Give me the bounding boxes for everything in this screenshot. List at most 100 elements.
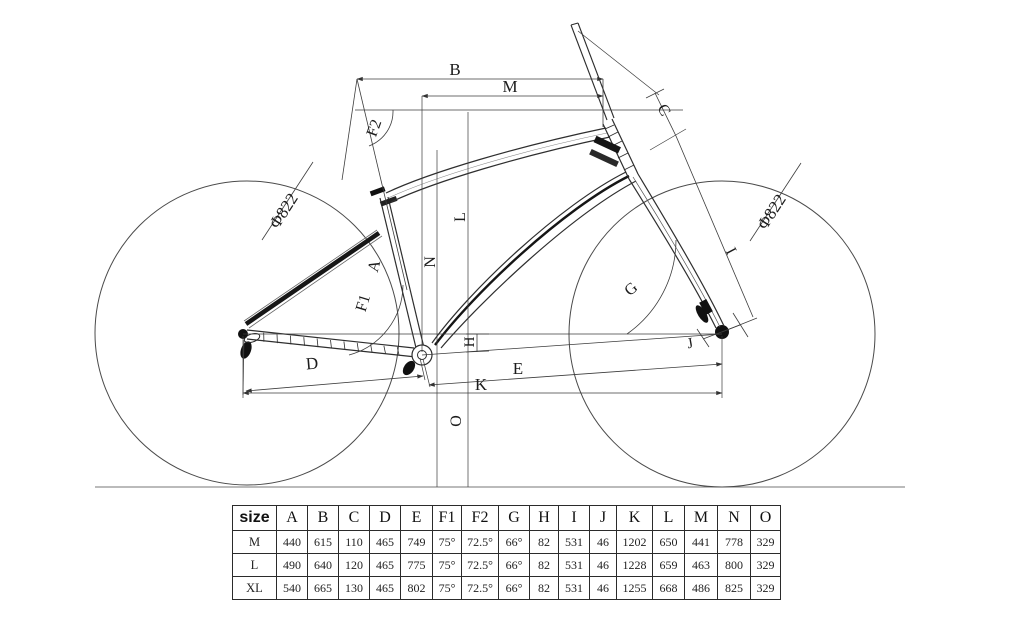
g-angle-arc [626, 239, 677, 335]
col-header-o: O [750, 505, 781, 531]
cell: 659 [652, 553, 685, 577]
col-header-h: H [529, 505, 559, 531]
col-header-i: I [558, 505, 590, 531]
cell: 1255 [616, 576, 653, 600]
cell: 82 [529, 530, 559, 554]
stem-clamp [593, 135, 621, 154]
table-header-row: size A B C D E F1 F2 G H I J K L M N O [232, 505, 781, 531]
chain-links [263, 332, 400, 356]
cell: 440 [276, 530, 308, 554]
dim-e-line [428, 362, 723, 387]
cell: 640 [307, 553, 339, 577]
f2-angle-arc [368, 109, 394, 147]
label-c: C [654, 102, 674, 119]
cell: 75° [432, 530, 462, 554]
seat-axis-line [356, 78, 408, 291]
seat-tube [369, 186, 426, 353]
label-i: I [722, 245, 740, 258]
col-header-a: A [276, 505, 308, 531]
cell: 46 [589, 576, 617, 600]
col-header-j: J [589, 505, 617, 531]
rear-wheel-leader [261, 161, 314, 241]
label-m: M [502, 77, 517, 96]
cell: 668 [652, 576, 685, 600]
dimensions [242, 30, 802, 487]
cell: 82 [529, 553, 559, 577]
size-label: XL [232, 576, 277, 600]
cell: 46 [589, 553, 617, 577]
cell: 72.5° [461, 576, 499, 600]
size-label: M [232, 530, 277, 554]
col-header-m: M [684, 505, 718, 531]
cell: 66° [498, 576, 530, 600]
cell: 66° [498, 530, 530, 554]
seat-clamp [369, 186, 386, 197]
cell: 441 [684, 530, 718, 554]
label-l: L [452, 212, 469, 222]
crank-arm [402, 360, 416, 376]
cell: 531 [558, 530, 590, 554]
dim-c-line [654, 92, 677, 137]
col-header-c: C [338, 505, 370, 531]
col-header-d: D [369, 505, 401, 531]
label-front-wheel-diameter: Φ822 [753, 191, 790, 233]
label-f1: F1 [353, 293, 374, 314]
f1-angle-arc [348, 284, 404, 356]
cell: 66° [498, 553, 530, 577]
cell: 778 [717, 530, 751, 554]
cell: 749 [400, 530, 433, 554]
col-header-l: L [652, 505, 685, 531]
front-wheel-leader [749, 162, 802, 242]
cell: 463 [684, 553, 718, 577]
label-d: D [305, 354, 319, 374]
cell: 130 [338, 576, 370, 600]
top-tube [385, 127, 611, 203]
col-header-f2: F2 [461, 505, 499, 531]
geometry-table: size A B C D E F1 F2 G H I J K L M N O M… [232, 505, 781, 600]
cell: 75° [432, 553, 462, 577]
cell: 615 [307, 530, 339, 554]
cell: 486 [684, 576, 718, 600]
cell: 110 [338, 530, 370, 554]
steerer-tube [570, 22, 615, 121]
table-row-size-l: L 490 640 120 465 775 75° 72.5° 66° 82 5… [232, 553, 781, 577]
label-j: J [686, 336, 695, 353]
size-label: L [232, 553, 277, 577]
label-n: N [422, 256, 439, 268]
fork [628, 173, 725, 329]
cell: 465 [369, 576, 401, 600]
cell: 490 [276, 553, 308, 577]
cell: 800 [717, 553, 751, 577]
label-e: E [513, 359, 523, 378]
brake-caliper [699, 298, 713, 316]
cell: 120 [338, 553, 370, 577]
cell: 72.5° [461, 553, 499, 577]
label-f2: F2 [364, 117, 386, 139]
bottom-bracket [402, 344, 433, 376]
head-tube [589, 118, 639, 180]
cell: 650 [652, 530, 685, 554]
label-g: G [621, 279, 641, 300]
table-corner-cell: size [232, 505, 277, 531]
label-k: K [475, 375, 488, 394]
cell: 665 [307, 576, 339, 600]
dimension-labels: B M F2 C A F1 N L O H E K D G I J Φ822 Φ… [265, 60, 790, 427]
cell: 465 [369, 553, 401, 577]
cell: 1228 [616, 553, 653, 577]
label-b: B [449, 60, 460, 79]
cell: 72.5° [461, 530, 499, 554]
frame [243, 22, 725, 376]
cell: 46 [589, 530, 617, 554]
label-o: O [448, 415, 465, 427]
seat-stay [243, 229, 383, 329]
cell: 1202 [616, 530, 653, 554]
dim-d-line [245, 374, 424, 393]
label-rear-wheel-diameter: Φ822 [265, 190, 302, 232]
down-tube [431, 171, 637, 349]
table-row-size-xl: XL 540 665 130 465 802 75° 72.5° 66° 82 … [232, 576, 781, 600]
cell: 82 [529, 576, 559, 600]
chainstay [246, 329, 417, 358]
cell: 329 [750, 553, 781, 577]
rear-wheel [94, 180, 400, 486]
